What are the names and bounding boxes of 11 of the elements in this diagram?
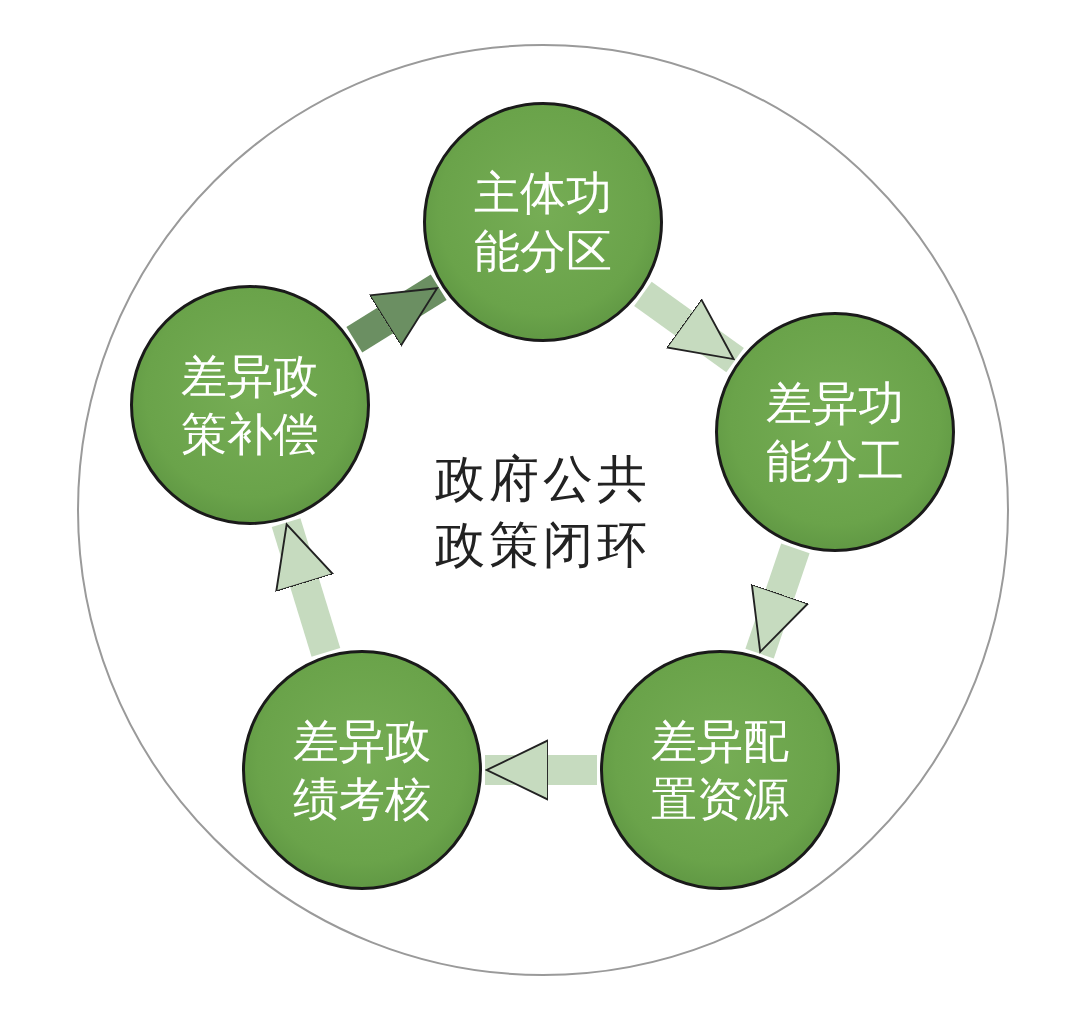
center-title: 政府公共政策闭环 — [434, 449, 652, 576]
stage-circle: 差异配置资源 — [600, 650, 840, 890]
stage-circle: 差异政策补偿 — [130, 285, 370, 525]
stage-circle: 主体功能分区 — [423, 102, 663, 342]
block-arrow — [271, 518, 341, 657]
block-arrow — [485, 739, 597, 801]
block-arrow — [745, 543, 810, 659]
stage-circle: 差异政绩考核 — [242, 650, 482, 890]
block-arrow — [346, 274, 447, 353]
stage-circle: 差异功能分工 — [715, 312, 955, 552]
block-arrow — [634, 281, 744, 373]
